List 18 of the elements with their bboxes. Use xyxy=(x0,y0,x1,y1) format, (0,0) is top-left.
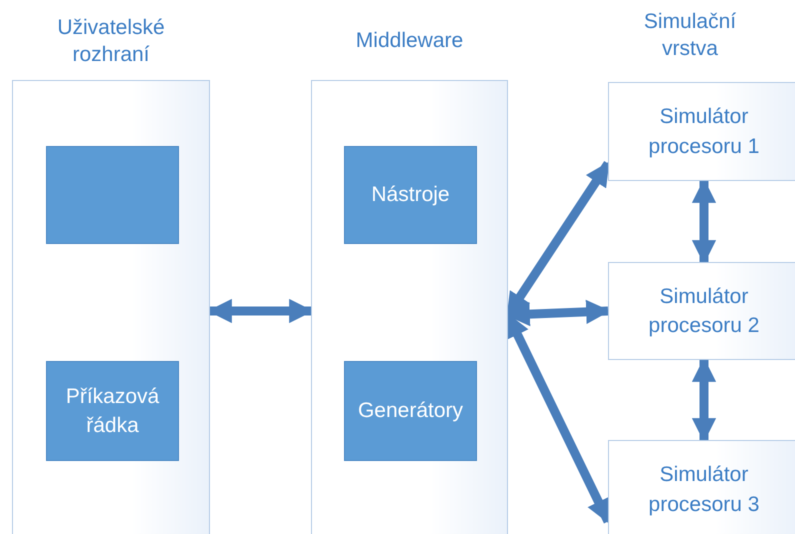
box-label: Simulátor procesoru 1 xyxy=(648,104,760,160)
simulator-box xyxy=(608,440,795,534)
layer-heading: Simulační vrstva xyxy=(644,10,736,60)
box-label: Generátory xyxy=(356,398,464,424)
box-label: Příkazová řádka xyxy=(64,384,160,439)
component-box xyxy=(46,361,179,461)
component-box xyxy=(46,146,179,244)
double-arrow xyxy=(692,178,716,264)
box-label: Simulátor procesoru 2 xyxy=(648,284,760,339)
simulator-box xyxy=(608,82,795,181)
simulator-box xyxy=(608,262,795,360)
component-box xyxy=(344,361,477,461)
box-label: Simulátor procesoru 3 xyxy=(648,462,760,518)
layer-heading: Uživatelské rozhraní xyxy=(56,14,166,68)
component-box xyxy=(344,146,477,244)
double-arrow xyxy=(692,358,716,442)
box-label: Nástroje xyxy=(370,182,451,208)
layer-heading: Middleware xyxy=(356,28,464,54)
